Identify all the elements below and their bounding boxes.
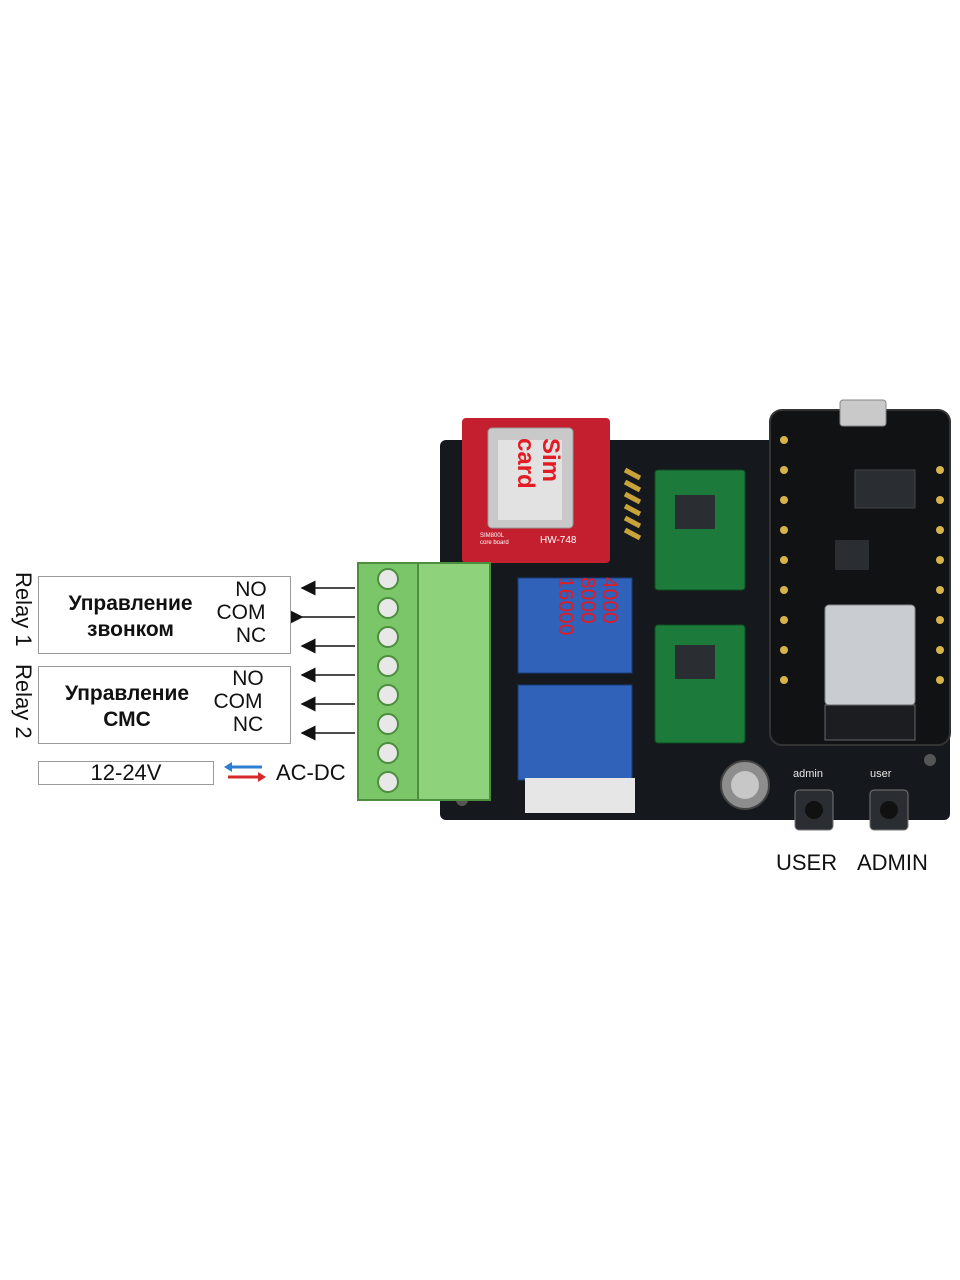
relay-2-side-label: Relay 2 (11, 664, 36, 739)
admin-button-cap[interactable] (880, 801, 898, 819)
capacitor-top (731, 771, 759, 799)
sim-card-label: Sim card (512, 438, 564, 489)
usb-port (839, 399, 887, 427)
relay-1-pin-no: NO (235, 578, 267, 601)
power-voltage: 12-24V (90, 760, 162, 785)
relay-1-side-label: Relay 1 (11, 572, 36, 647)
relay-1-pin-nc: NC (235, 624, 267, 647)
relay-value-1: 4000 (598, 577, 621, 624)
pin-headers (780, 436, 944, 684)
sim-core-board: SIM800L core board (480, 533, 509, 546)
wifi-antenna (824, 704, 916, 741)
relay-base (525, 778, 635, 813)
power-arrowhead-red (258, 772, 266, 782)
antenna-spring (623, 467, 642, 541)
admin-caption: ADMIN (857, 850, 928, 875)
relay-value-2: 8000 (576, 577, 599, 624)
relay-2-box (38, 666, 291, 744)
terminal-plug (417, 562, 491, 801)
user-button-cap[interactable] (805, 801, 823, 819)
relay-2-function: Управление СМС (64, 682, 190, 731)
relay-2 (517, 684, 633, 781)
sim-slot-inner (498, 440, 562, 520)
relay-2-pin-com: COM (213, 690, 263, 713)
relay-block-values: 4000 8000 16000 (550, 577, 621, 677)
power-arrowhead-blue (224, 762, 232, 772)
dcdc-inductor (675, 495, 715, 529)
relay-value-3: 16000 (554, 577, 577, 636)
dcdc-inductor (675, 645, 715, 679)
wifi-module (824, 604, 916, 706)
dcdc-module (654, 624, 746, 744)
silk-user: user (870, 768, 892, 780)
power-source: AC-DC (276, 760, 346, 785)
mount-hole (924, 754, 936, 766)
relay-2-pin-nc: NC (232, 713, 264, 736)
chip (854, 469, 916, 509)
relay-1-function: Управление звонком (68, 592, 193, 641)
relay-1-box (38, 576, 291, 654)
relay-2-pin-no: NO (232, 667, 264, 690)
sim-model: HW-748 (540, 535, 577, 546)
wire-arrows (288, 580, 355, 741)
relay-1 (517, 577, 633, 674)
terminal-screws (377, 568, 399, 793)
power-box (38, 761, 214, 785)
dcdc-module (654, 469, 746, 591)
silk-admin: admin (793, 768, 823, 780)
chip (835, 540, 869, 570)
relay-1-pin-com: COM (216, 601, 266, 624)
user-caption: USER (776, 850, 838, 875)
